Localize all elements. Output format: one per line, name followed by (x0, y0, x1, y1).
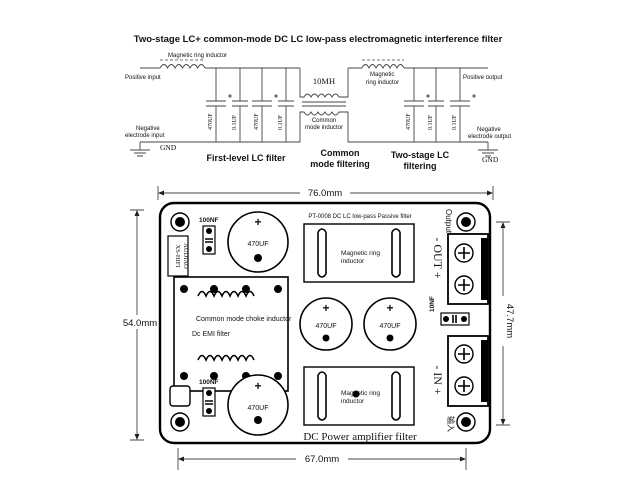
magnetic-ring-inductor-right-label-1: Magnetic (370, 72, 394, 78)
cap-100nf-footprint-bottom (202, 387, 216, 417)
cap-470uf-middle-right (363, 297, 417, 351)
choke-coil-top-icon (197, 290, 255, 298)
magnetic-ring-label-top-1: Magnetic ring (341, 250, 380, 257)
cap-470-label-2: 470UF (254, 113, 260, 130)
cap-plus-1: + (254, 215, 261, 229)
cap-470uf-label-3: 470UF (315, 323, 336, 330)
magnetic-ring-label-bottom-1: Magnetic ring (341, 390, 380, 397)
common-mode-choke-symbol (299, 68, 349, 142)
negative-output-label-1: Negative (477, 127, 501, 133)
cap-470uf-top-left (227, 211, 289, 273)
negative-input-label-1: Negative (136, 126, 160, 132)
common-mode-inductor-label-1: Common (312, 118, 336, 124)
gnd-symbol-right (478, 142, 498, 157)
cap-plus-3: + (322, 301, 329, 315)
dim-left-label: 54.0mm (123, 318, 157, 329)
square-pad (169, 385, 191, 407)
gnd-symbol-left (130, 142, 150, 157)
cap-01-label-3: 0.1UF (428, 114, 434, 130)
model-text: PT-0008 DC LC low-pass Passive filter (308, 214, 411, 220)
cap-100nf-label-top: 100NF (199, 217, 219, 224)
board-footer-text: DC Power amplifier filter (303, 431, 417, 443)
capacitor-bank-stage1: 470UF 0.1UF 470UF 0.1UF (206, 68, 294, 142)
magnetic-ring-inductor-top (303, 223, 415, 283)
magnetic-ring-label-top-2: inductor (341, 258, 365, 265)
cap-plus-4: + (386, 301, 393, 315)
stage2-label-1: Two-stage LC (391, 150, 450, 160)
cap-470uf-label-1: 470UF (247, 241, 268, 248)
cap-470uf-bottom-left (227, 374, 289, 436)
out-label: - OUT + (431, 237, 445, 278)
schematic-title: Two-stage LC+ common-mode DC LC low-pass… (134, 34, 503, 45)
brand-line-2: AUDIAO (182, 243, 189, 269)
capacitor-bank-stage2: 470UF 0.1UF 0.1UF (404, 68, 476, 142)
cap-01-label-1: 0.1UF (232, 114, 238, 130)
magnetic-ring-inductor-left-label: Magnetic ring inductor (168, 53, 227, 59)
cap-470uf-label-2: 470UF (247, 405, 268, 412)
in-label: - IN + (431, 365, 445, 395)
magnetic-ring-inductor-left-coil (159, 64, 206, 69)
cap-470-label-3: 470UF (406, 113, 412, 130)
common-mode-inductor-label-2: mode inductor (305, 125, 343, 131)
gnd-label-left: GND (160, 143, 177, 152)
choke-value-label: 10MH (313, 76, 335, 86)
common-mode-filtering-label-2: mode filtering (310, 159, 370, 169)
cap-01-label-2: 0.1UF (278, 114, 284, 130)
positive-input-label: Positive input (125, 75, 161, 81)
magnetic-ring-inductor-bottom (303, 366, 415, 426)
pcb-board: XS-HIFI AUDIAO 100NF + 470UF Common mode… (158, 201, 492, 445)
dim-right-label: 47.7mm (504, 304, 515, 338)
cap-470uf-label-4: 470UF (379, 323, 400, 330)
cap-01-label-4: 0.1UF (452, 114, 458, 130)
cap-100nf-footprint-top (202, 225, 216, 255)
cap-100nf-label-bottom: 100NF (199, 379, 219, 386)
choke-label: Common mode choke inductor (196, 316, 292, 323)
cap-10nf-footprint (440, 312, 470, 326)
emi-label: Dc EMI filter (192, 331, 231, 338)
input-text: 输入 (446, 416, 456, 432)
stage1-label: First-level LC filter (206, 153, 286, 163)
common-mode-filtering-label-1: Common (321, 148, 360, 158)
cap-plus-2: + (254, 379, 261, 393)
cap-10nf-label: 10NF (429, 296, 436, 312)
cap-470uf-middle-left (299, 297, 353, 351)
negative-input-label-2: electrode input (125, 133, 165, 139)
negative-output-label-2: electrode output (468, 134, 511, 140)
schematic: Two-stage LC+ common-mode DC LC low-pass… (125, 34, 511, 171)
cap-470-label-1: 470UF (208, 113, 214, 130)
brand-line-1: XS-HIFI (174, 244, 181, 267)
magnetic-ring-label-bottom-2: inductor (341, 398, 365, 405)
dim-bottom-label: 67.0mm (305, 454, 339, 465)
output-text: Output (444, 209, 453, 234)
common-mode-choke-footprint (173, 276, 289, 392)
choke-coil-bottom-icon (197, 354, 255, 362)
brand-logo-box (167, 235, 189, 277)
magnetic-ring-inductor-right-coil (361, 64, 405, 70)
dim-top-label: 76.0mm (308, 188, 342, 199)
gnd-label-right: GND (482, 155, 499, 164)
magnetic-ring-inductor-right-label-2: ring inductor (366, 80, 399, 86)
dimension-lines: 76.0mm 67.0mm 54.0mm 47.7mm (120, 186, 515, 470)
positive-output-label: Positive output (463, 75, 503, 81)
stage2-label-2: filtering (404, 161, 437, 171)
